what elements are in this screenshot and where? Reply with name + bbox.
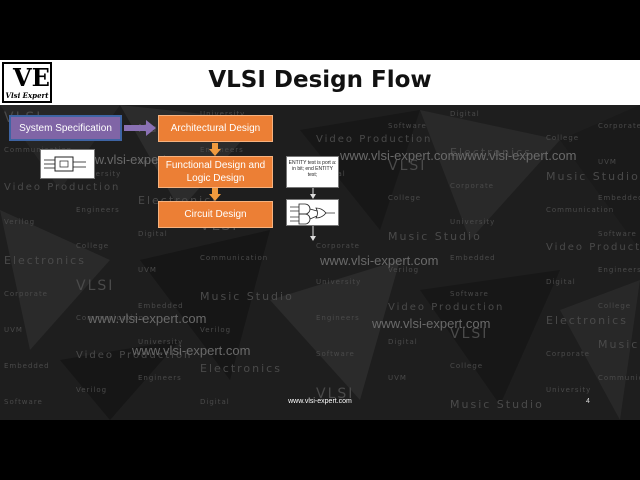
flow-box-functional-logic-design: Functional Design and Logic Design xyxy=(158,156,273,188)
watermark-word: Communication xyxy=(76,314,145,322)
watermark-word: Electronics xyxy=(450,146,532,159)
watermark-word: College xyxy=(76,242,110,250)
watermark-word: Software xyxy=(4,398,43,406)
watermark-word: VLSI xyxy=(388,158,427,174)
watermark-word: College xyxy=(598,302,632,310)
flow-box-system-specification: System Specification xyxy=(9,115,122,141)
watermark-word: Music Studio xyxy=(450,398,544,411)
watermark-word: Engineers xyxy=(76,206,120,214)
watermark-word: University xyxy=(546,386,592,394)
watermark-word: Music Studio xyxy=(388,230,482,243)
logo-initials: VE xyxy=(13,63,50,92)
watermark-word: Engineers xyxy=(138,374,182,382)
watermark-word: VLSI xyxy=(316,386,355,402)
watermark-word: UVM xyxy=(388,374,407,382)
watermark-word: VLSI xyxy=(76,278,115,294)
watermark-word: Communication xyxy=(546,206,615,214)
watermark-url: www.vlsi-expert.com xyxy=(320,253,439,268)
watermark-word: College xyxy=(388,194,422,202)
watermark-word: Video Production xyxy=(76,350,193,361)
watermark-word: Verilog xyxy=(4,218,36,226)
watermark-word: VLSI xyxy=(450,326,489,342)
arrow-down-small-2 xyxy=(310,226,316,241)
watermark-word: University xyxy=(200,110,246,118)
watermark-word: College xyxy=(546,134,580,142)
watermark-word: UVM xyxy=(138,266,157,274)
watermark-word: Software xyxy=(316,350,355,358)
watermark-word: Corporate xyxy=(546,350,590,358)
arrow-down-small-1 xyxy=(310,188,316,199)
arrow-down-1 xyxy=(209,143,221,156)
watermark-word: University xyxy=(316,278,362,286)
watermark-word: Digital xyxy=(138,230,168,238)
watermark-word: Music Studio xyxy=(546,170,640,183)
watermark-word: Video Production xyxy=(4,182,121,193)
watermark-url: www.vlsi-expert.com xyxy=(458,148,577,163)
watermark-word: Verilog xyxy=(388,266,420,274)
block-diagram-icon xyxy=(44,156,86,172)
watermark-word: College xyxy=(450,362,484,370)
watermark-word: Engineers xyxy=(598,266,640,274)
page-title: VLSI Design Flow xyxy=(208,67,432,93)
footer-url: www.vlsi-expert.com xyxy=(288,398,352,405)
arrow-down-2 xyxy=(209,188,221,201)
system-block-diagram xyxy=(40,149,95,179)
watermark-word: Video Production xyxy=(546,242,640,253)
watermark-word: Electronics xyxy=(200,362,282,375)
arrow-right xyxy=(124,120,156,136)
watermark-word: Verilog xyxy=(76,386,108,394)
watermark-word: Verilog xyxy=(138,158,170,166)
watermark-word: Engineers xyxy=(200,146,244,154)
watermark-word: Communication xyxy=(200,254,269,262)
watermark-word: Communication xyxy=(598,374,640,382)
watermark-word: University xyxy=(76,170,122,178)
watermark-word: Corporate xyxy=(316,242,360,250)
watermark-word: Video Production xyxy=(388,302,505,313)
rtl-code-text: ENTITY test is port a: in bit; end ENTIT… xyxy=(288,160,337,178)
flow-box-circuit-design: Circuit Design xyxy=(158,201,273,228)
watermark-url: www.vlsi-expert.com xyxy=(372,316,491,331)
watermark-word: Video Production xyxy=(316,134,433,145)
gate-level-schematic xyxy=(286,199,339,226)
watermark-word: Embedded xyxy=(598,194,640,202)
watermark-word: Engineers xyxy=(316,314,360,322)
watermark-word: Digital xyxy=(388,338,418,346)
watermark-word: UVM xyxy=(4,326,23,334)
title-bar: VE Vlsi Expert VLSI Design Flow xyxy=(0,60,640,105)
logic-gates-icon xyxy=(290,203,335,225)
watermark-word: Digital xyxy=(546,278,576,286)
flow-box-architectural-design: Architectural Design xyxy=(158,115,273,142)
watermark-url: www.vlsi-expert.com xyxy=(340,148,459,163)
page-number: 4 xyxy=(586,398,590,405)
watermark-word: Electronics xyxy=(546,314,628,327)
watermark-url: www.vlsi-expert.com xyxy=(88,311,207,326)
watermark-word: Software xyxy=(598,230,637,238)
background-facets xyxy=(0,105,640,420)
watermark-word: Embedded xyxy=(450,254,496,262)
watermark-word: Digital xyxy=(200,398,230,406)
watermark-word: UVM xyxy=(598,158,617,166)
watermark-word: University xyxy=(450,218,496,226)
watermark-word: Music Studio xyxy=(200,290,294,303)
logo-tagline: Vlsi Expert xyxy=(5,91,49,100)
rtl-code-sample: ENTITY test is port a: in bit; end ENTIT… xyxy=(286,156,339,188)
watermark-word: Digital xyxy=(450,110,480,118)
watermark-word: Electronics xyxy=(4,254,86,267)
watermark-word: Verilog xyxy=(200,326,232,334)
watermark-word: Corporate xyxy=(4,290,48,298)
watermark-word: Software xyxy=(450,290,489,298)
watermark-word: Communication xyxy=(4,146,73,154)
watermark-word: Corporate xyxy=(598,122,640,130)
watermark-word: Corporate xyxy=(450,182,494,190)
watermark-word: Music Studio xyxy=(598,338,640,351)
watermark-word: Embedded xyxy=(4,362,50,370)
watermark-word: University xyxy=(138,338,184,346)
vlsi-expert-logo: VE Vlsi Expert xyxy=(2,62,52,103)
watermark-word: Software xyxy=(388,122,427,130)
watermark-word: Embedded xyxy=(138,302,184,310)
watermark-url: www.vlsi-expert.com xyxy=(132,343,251,358)
